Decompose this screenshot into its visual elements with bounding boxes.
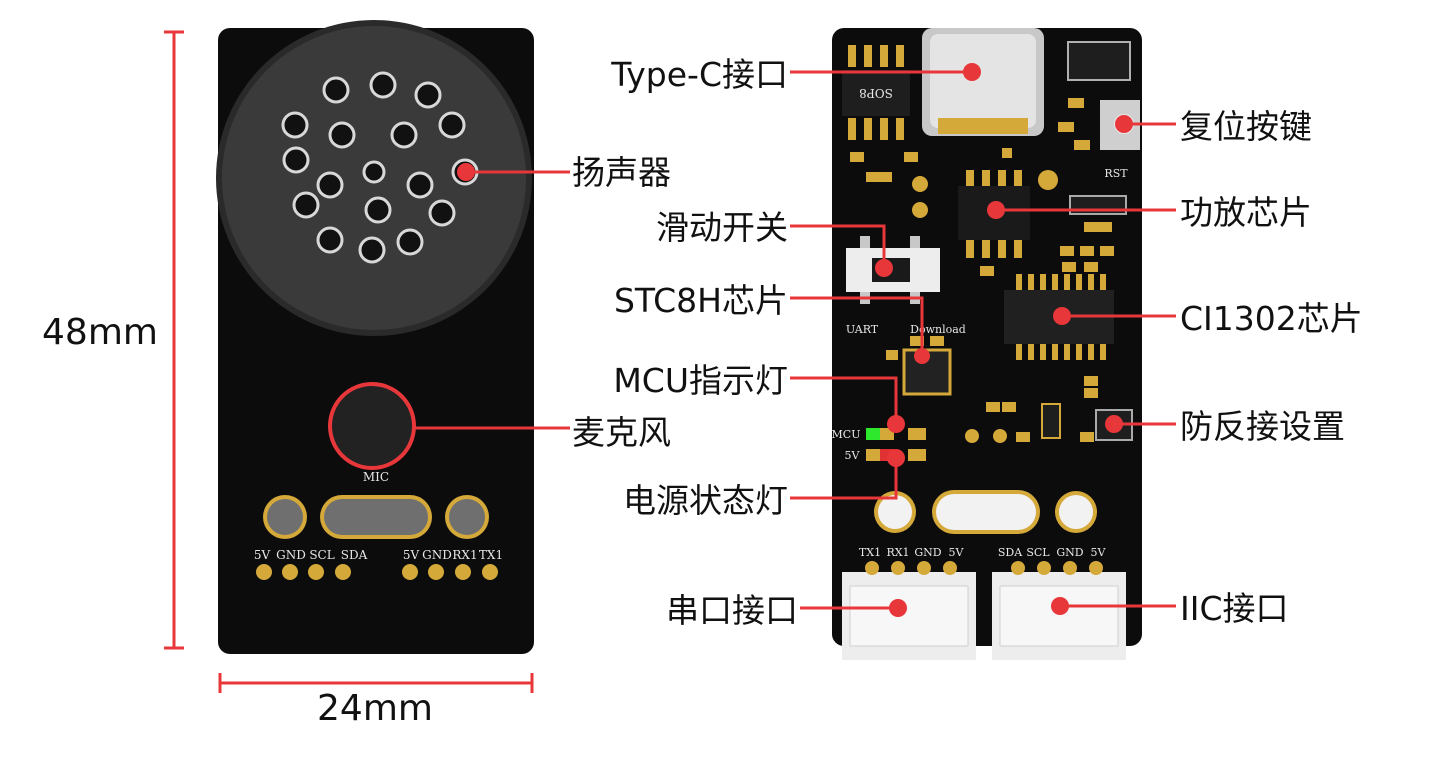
microphone: MIC bbox=[330, 384, 414, 484]
uart-silk-label: UART bbox=[846, 323, 879, 336]
callout-reverse-protection: 防反接设置 bbox=[1180, 407, 1345, 446]
back-pin-label: SDA bbox=[341, 548, 368, 562]
uart-pin-label: GND bbox=[914, 546, 941, 559]
back-pin-label: 5V bbox=[254, 548, 271, 562]
callout-speaker: 扬声器 bbox=[572, 153, 671, 192]
top-right-diode bbox=[1067, 41, 1131, 81]
back-mounting-pads bbox=[263, 495, 489, 539]
callout-ci1302-chip: CI1302芯片 bbox=[1180, 299, 1363, 338]
uart-connector: TX1 RX1 GND 5V bbox=[842, 546, 976, 660]
iic-pin-label: SCL bbox=[1026, 546, 1050, 559]
iic-pin-label: SDA bbox=[998, 546, 1023, 559]
front-mounting-pads bbox=[874, 490, 1097, 534]
download-silk-label: Download bbox=[910, 323, 966, 336]
callout-power-led: 电源状态灯 bbox=[623, 481, 788, 520]
sop8-chip: SOP8 bbox=[842, 45, 910, 140]
back-pin-labels-left: 5V GND SCL SDA bbox=[254, 548, 368, 562]
back-pin-label: 5V bbox=[403, 548, 420, 562]
uart-pin-label: 5V bbox=[949, 546, 965, 559]
small-diode bbox=[1041, 403, 1061, 439]
width-dimension-label: 24mm bbox=[317, 688, 433, 729]
back-pin-label: TX1 bbox=[479, 548, 503, 562]
callout-mcu-led: MCU指示灯 bbox=[613, 361, 788, 400]
back-pin-label: GND bbox=[276, 548, 306, 562]
slide-switch: UART Download bbox=[846, 236, 966, 336]
iic-pin-label: 5V bbox=[1091, 546, 1107, 559]
back-pin-pads bbox=[256, 564, 498, 580]
microphone-highlight-ring bbox=[328, 382, 416, 470]
callout-uart-port: 串口接口 bbox=[666, 591, 798, 630]
amp-chip bbox=[912, 170, 1127, 258]
width-dimension: 24mm bbox=[218, 673, 534, 729]
back-board: MIC 5V GND SCL SDA 5V GND RX1 TX1 bbox=[216, 20, 534, 654]
callout-amp-chip: 功放芯片 bbox=[1180, 193, 1312, 232]
callout-iic-port: IIC接口 bbox=[1180, 589, 1289, 628]
mcu-led-silk-label: MCU bbox=[832, 428, 861, 441]
callout-labels: 扬声器 麦克风 Type-C接口 滑动开关 STC8H芯片 MCU指示灯 电源状… bbox=[572, 55, 1363, 630]
back-pin-labels-right: 5V GND RX1 TX1 bbox=[403, 548, 503, 562]
vias bbox=[965, 429, 1007, 443]
front-board: SOP8 RST bbox=[832, 28, 1142, 660]
microphone-silk-label: MIC bbox=[363, 470, 389, 484]
uart-pin-label: TX1 bbox=[859, 546, 881, 559]
speaker bbox=[216, 20, 532, 336]
callout-leaders bbox=[328, 70, 1176, 610]
callout-dots bbox=[457, 63, 1133, 617]
callout-type-c: Type-C接口 bbox=[610, 55, 788, 94]
iic-pin-label: GND bbox=[1056, 546, 1083, 559]
microphone-capsule bbox=[330, 384, 414, 468]
mcu-led: MCU bbox=[832, 428, 926, 441]
height-dimension-label: 48mm bbox=[42, 312, 158, 353]
uart-pin-label: RX1 bbox=[886, 546, 909, 559]
height-dimension: 48mm bbox=[42, 30, 184, 650]
back-pin-label: GND bbox=[422, 548, 452, 562]
callout-stc8h-chip: STC8H芯片 bbox=[614, 281, 788, 320]
type-c-port bbox=[922, 28, 1044, 136]
iic-connector: SDA SCL GND 5V bbox=[992, 546, 1126, 660]
rst-silk-label: RST bbox=[1104, 167, 1128, 180]
sop8-silk-label: SOP8 bbox=[859, 86, 893, 100]
power-led: 5V bbox=[845, 449, 926, 462]
back-pin-label: SCL bbox=[309, 548, 334, 562]
back-pin-label: RX1 bbox=[452, 548, 477, 562]
callout-reset-button: 复位按键 bbox=[1180, 107, 1312, 146]
callout-slide-switch: 滑动开关 bbox=[656, 208, 788, 247]
front-board-pcb bbox=[832, 28, 1142, 646]
small-components bbox=[850, 98, 1114, 442]
callout-microphone: 麦克风 bbox=[572, 413, 671, 452]
power-led-silk-label: 5V bbox=[845, 449, 861, 462]
